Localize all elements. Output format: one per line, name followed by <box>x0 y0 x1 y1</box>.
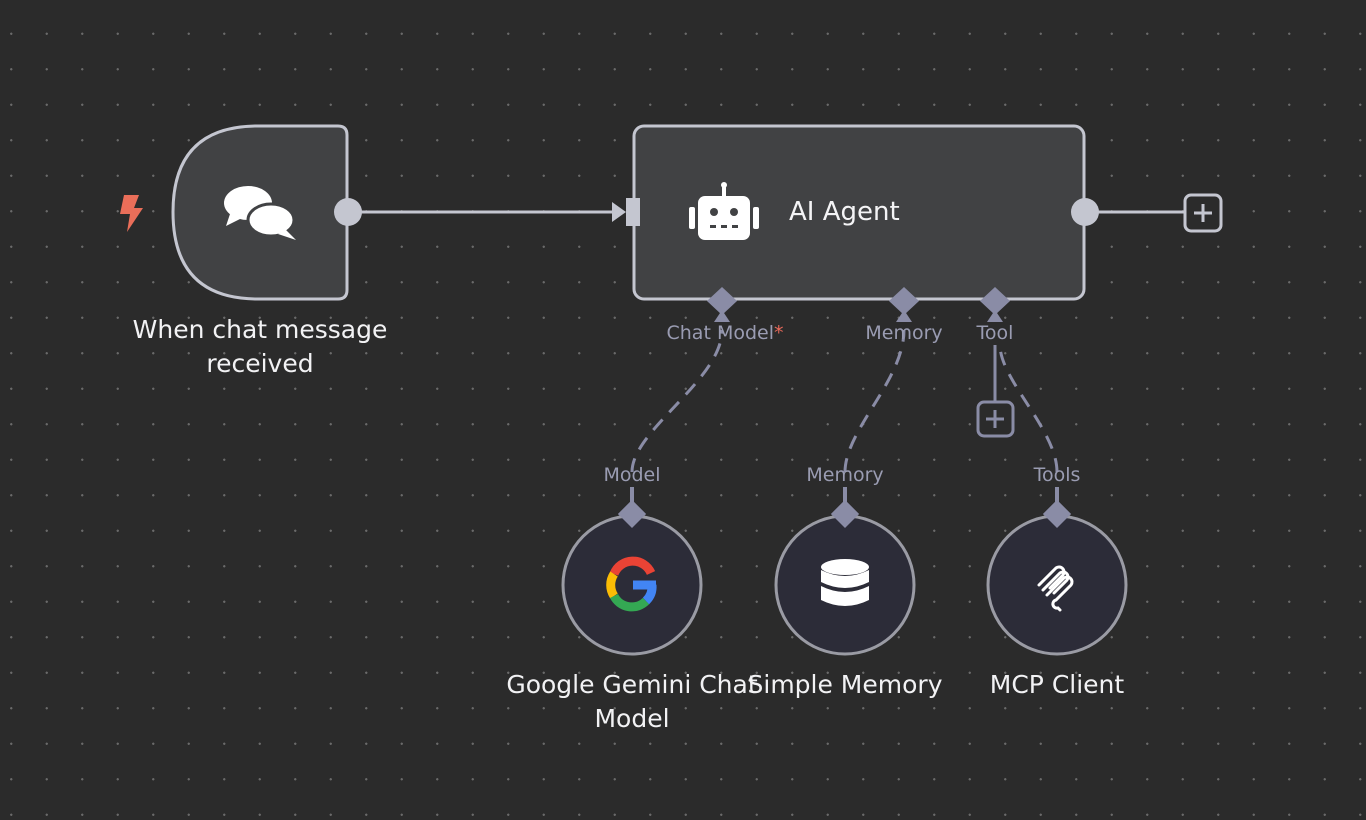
add-tool-button[interactable] <box>976 400 1015 438</box>
connection-model-to-agent[interactable] <box>630 329 724 473</box>
google-g-icon <box>606 556 657 612</box>
agent-title: AI Agent <box>789 197 900 227</box>
trigger-label-line2: received <box>206 349 314 378</box>
gemini-port-label: Model <box>603 464 661 486</box>
connection-memory-to-agent[interactable] <box>843 329 906 473</box>
mcp-label: MCP Client <box>989 670 1125 699</box>
plus-icon <box>1194 204 1212 222</box>
gemini-label-line2: Model <box>594 704 670 733</box>
port-handle-tool[interactable] <box>980 287 1010 322</box>
node-simple-memory[interactable] <box>774 500 916 656</box>
gemini-label-line1: Google Gemini Chat <box>506 670 758 699</box>
plus-icon <box>986 410 1004 428</box>
port-handle-memory[interactable] <box>889 287 919 322</box>
lightning-bolt-icon <box>120 195 143 232</box>
trigger-output-handle[interactable] <box>334 198 362 226</box>
connection-trigger-to-agent[interactable] <box>360 202 626 222</box>
trigger-label: When chat message received <box>100 313 420 381</box>
mcp-icon <box>1037 565 1074 612</box>
robot-icon <box>689 182 759 240</box>
node-ai-agent[interactable] <box>632 124 1086 301</box>
agent-input-handle[interactable] <box>626 198 640 226</box>
connection-tools-to-agent[interactable] <box>998 344 1059 473</box>
port-label-chat-model: Chat Model* <box>640 322 810 344</box>
port-handle-chat-model[interactable] <box>707 287 737 322</box>
port-label-memory: Memory <box>865 322 943 344</box>
chat-bubbles-icon <box>224 186 296 240</box>
agent-output-handle[interactable] <box>1071 198 1099 226</box>
memory-port-label: Memory <box>806 464 884 486</box>
node-chat-trigger[interactable] <box>171 124 349 301</box>
add-node-button[interactable] <box>1183 193 1223 233</box>
mcp-port-label: Tools <box>1033 464 1081 486</box>
port-label-tool: Tool <box>976 322 1014 344</box>
gemini-label: Google Gemini Chat Model <box>472 668 792 736</box>
chat-model-label: Chat Model <box>666 322 775 344</box>
required-marker: * <box>774 322 784 344</box>
node-mcp-client[interactable] <box>986 500 1128 656</box>
memory-label: Simple Memory <box>747 670 943 699</box>
trigger-label-line1: When chat message <box>132 315 388 344</box>
node-google-gemini[interactable] <box>561 500 703 656</box>
database-icon <box>821 559 869 606</box>
